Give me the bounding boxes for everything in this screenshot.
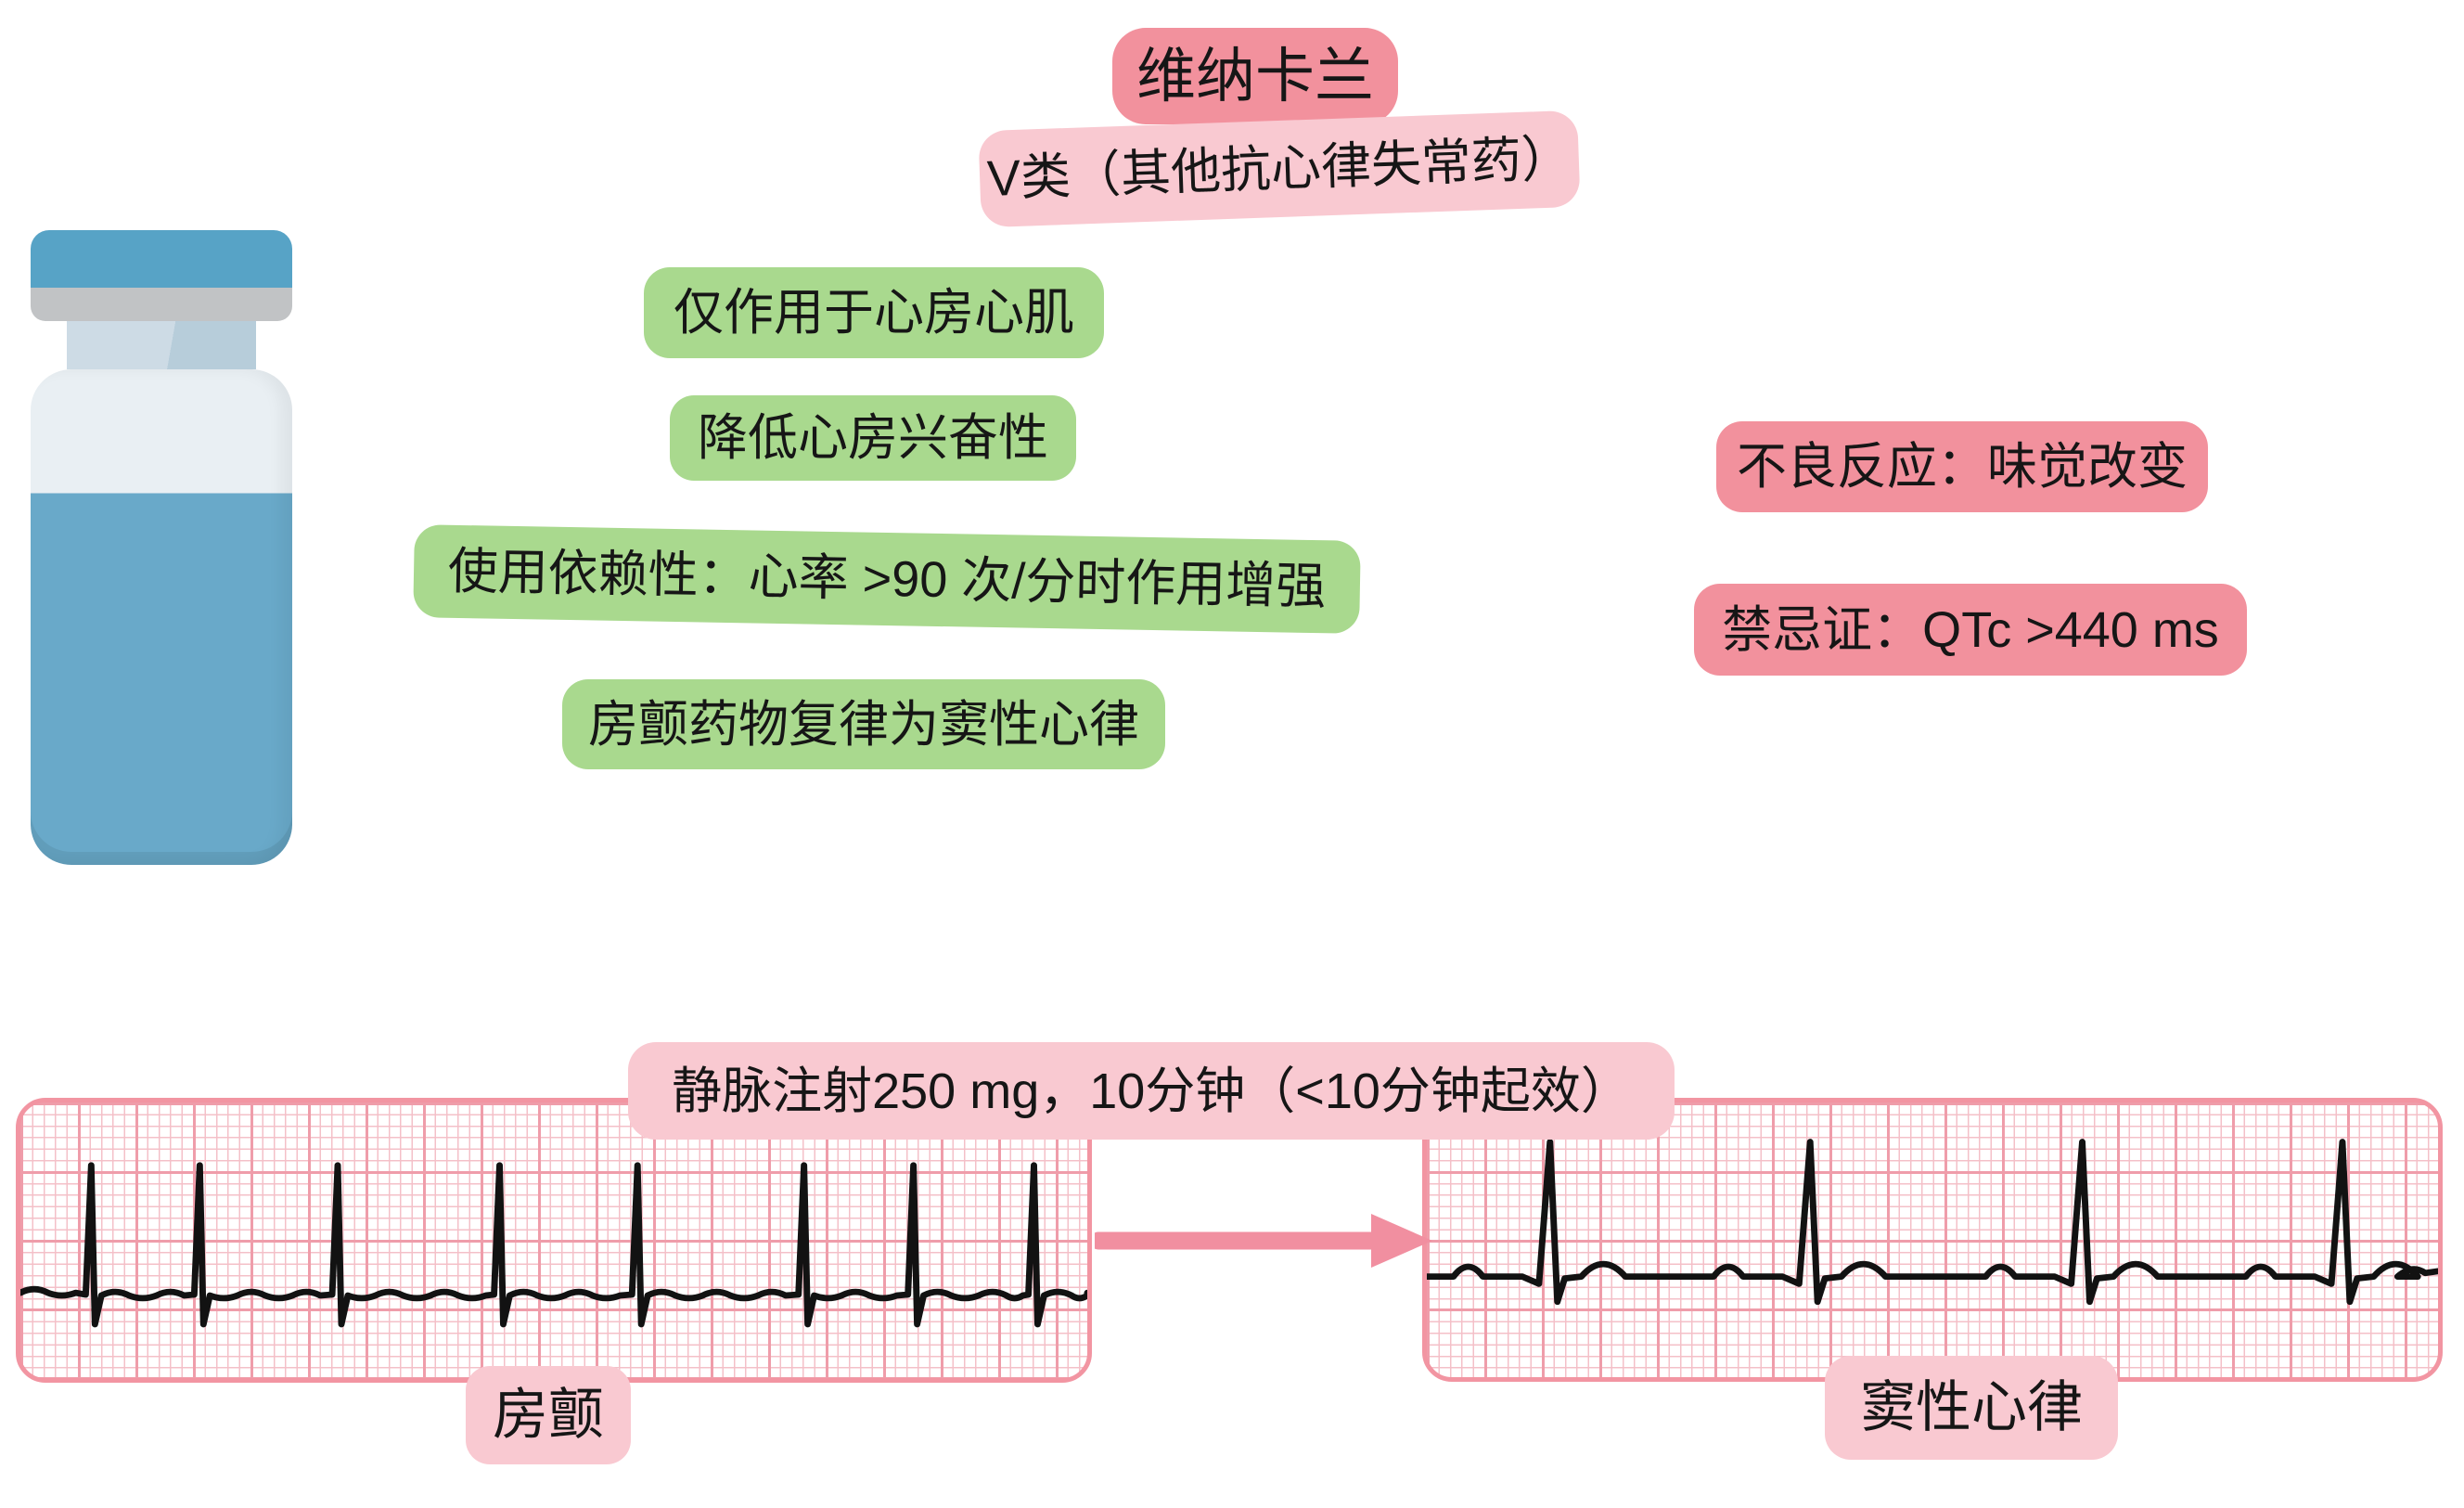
note-adverse-reaction-text: 不良反应：味觉改变 [1737,439,2188,495]
vial-ring [31,288,292,321]
label-sinus-text: 窦性心律 [1860,1376,2083,1438]
label-sinus: 窦性心律 [1825,1356,2118,1460]
ecg-panel-sinus [1422,1098,2443,1382]
note-lower-excitability-text: 降低心房兴奋性 [698,410,1048,466]
vial-neck [67,321,256,369]
drug-class-badge: V类（其他抗心律失常药） [978,110,1581,228]
ecg-trace-afib [20,1162,1087,1328]
vial-body [31,369,292,865]
note-cardioversion-text: 房颤药物复律为窦性心律 [588,696,1139,753]
dose-note-badge: 静脉注射250 mg，10分钟（<10分钟起效） [628,1042,1675,1140]
label-afib: 房颤 [466,1366,631,1464]
ecg-panel-afib [16,1098,1092,1383]
ecg-afib-svg [20,1162,1087,1328]
drug-title-badge: 维纳卡兰 [1112,28,1398,124]
label-afib-text: 房颤 [493,1384,604,1446]
note-atrial-selective-text: 仅作用于心房心肌 [674,285,1074,341]
dose-note-text: 静脉注射250 mg，10分钟（<10分钟起效） [672,1063,1631,1119]
ecg-trace-sinus [1427,1139,2438,1306]
drug-class: V类（其他抗心律失常药） [986,131,1572,207]
note-lower-excitability: 降低心房兴奋性 [670,395,1076,481]
vial-cap [31,230,292,288]
drug-title: 维纳卡兰 [1136,43,1374,110]
conversion-arrow-icon [1095,1214,1432,1268]
note-use-dependence-text: 使用依赖性：心率 >90 次/分时作用增强 [447,543,1327,615]
note-contraindication-text: 禁忌证：QTc >440 ms [1722,601,2219,658]
note-contraindication: 禁忌证：QTc >440 ms [1694,584,2247,676]
note-use-dependence: 使用依赖性：心率 >90 次/分时作用增强 [413,524,1361,634]
note-atrial-selective: 仅作用于心房心肌 [644,267,1104,358]
note-adverse-reaction: 不良反应：味觉改变 [1716,421,2208,512]
note-cardioversion: 房颤药物复律为窦性心律 [562,679,1165,769]
medication-vial-icon [31,230,292,865]
ecg-sinus-svg [1427,1139,2438,1306]
